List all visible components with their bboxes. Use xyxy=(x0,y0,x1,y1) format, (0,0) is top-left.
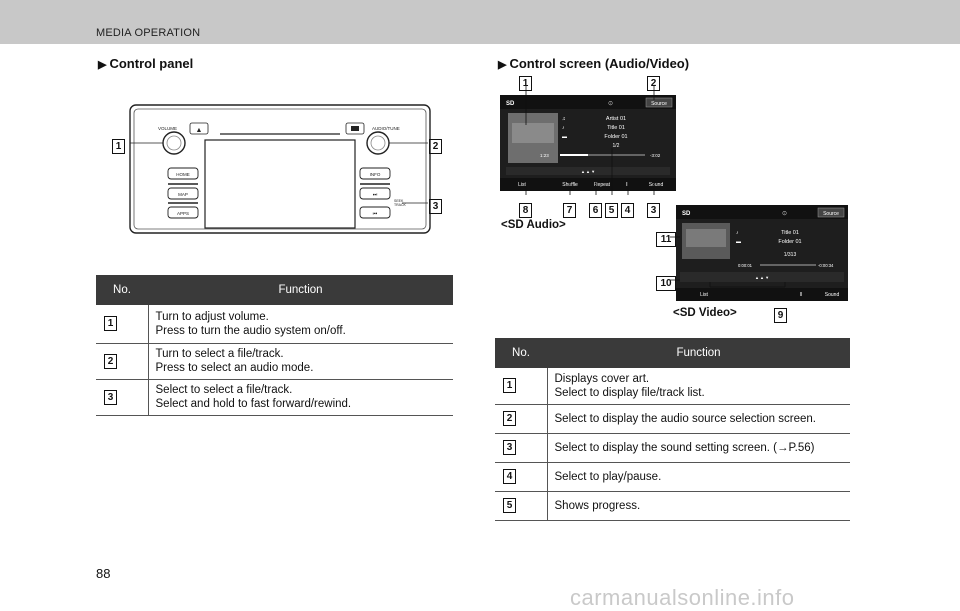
control-panel-title: Control panel xyxy=(109,56,194,71)
sd-audio-artist: Artist 01 xyxy=(606,116,626,122)
callout-audio-7: 7 xyxy=(563,200,576,218)
control-panel-table: No.Function 1 Turn to adjust volume.Pres… xyxy=(96,275,453,416)
sd-audio-source-button: Source xyxy=(651,101,667,107)
apps-button-label: APPS xyxy=(177,211,189,216)
seek-track-label: SEEK xyxy=(394,199,404,203)
sd-video-elapsed: 0:00:01 xyxy=(738,263,753,268)
table-row: 3 Select to select a file/track.Select a… xyxy=(96,379,453,416)
sd-audio-caption: <SD Audio> xyxy=(501,219,566,231)
sd-audio-remaining: -3:02 xyxy=(650,153,661,158)
callout-audio-5: 5 xyxy=(605,200,618,218)
audio-tune-knob-label: AUDIO/TUNE xyxy=(372,126,400,131)
control-screen-table: No.Function 1 Displays cover art.Select … xyxy=(495,338,850,521)
track-next-icon: ⏭ xyxy=(373,192,378,198)
track-prev-icon: ⏮ xyxy=(373,211,378,217)
radio-icon: ⊙ xyxy=(608,101,613,107)
audio-callout-leaders xyxy=(525,85,655,195)
sd-video-folder: Folder 01 xyxy=(778,239,801,245)
sd-video-title: Title 01 xyxy=(781,230,799,236)
control-screen-title: Control screen (Audio/Video) xyxy=(509,56,690,71)
table-row: 4 Select to play/pause. xyxy=(495,462,850,492)
title-icon: ♪ xyxy=(736,230,739,236)
sd-video-screen: SD ⊙ Source ♪ Title 01 ▬ Folder 01 1/313… xyxy=(676,205,848,301)
sd-video-remaining: -0:00:34 xyxy=(818,263,834,268)
page-number: 88 xyxy=(96,566,111,581)
callout-audio-2: 2 xyxy=(647,73,660,91)
sd-audio-source: SD xyxy=(506,101,515,107)
sd-video-caption: <SD Video> xyxy=(673,307,737,319)
callout-audio-1: 1 xyxy=(519,73,532,91)
folder-icon: ▬ xyxy=(562,134,567,140)
control-panel-heading: ▶Control panel xyxy=(98,56,193,71)
table-row: 2 Turn to select a file/track.Press to s… xyxy=(96,343,453,380)
callout-video-11: 11 xyxy=(656,229,676,247)
sd-video-list-button: List xyxy=(700,292,708,298)
callout-1: 1 xyxy=(112,136,125,154)
sd-audio-screen: SD ⊙ Source ♫ Artist 01 ♪ Title 01 ▬ Fol… xyxy=(500,95,676,191)
table-header-function: Function xyxy=(148,275,453,305)
svg-text:▲: ▲ xyxy=(196,127,203,134)
title-icon: ♪ xyxy=(562,125,565,131)
page-header: MEDIA OPERATION xyxy=(0,0,960,44)
sd-video-sound-button: Sound xyxy=(825,292,840,298)
folder-icon: ▬ xyxy=(736,239,741,245)
callout-audio-8: 8 xyxy=(519,200,532,218)
callout-audio-6: 6 xyxy=(589,200,602,218)
artist-icon: ♫ xyxy=(562,116,566,122)
volume-knob-label: VOLUME xyxy=(158,126,177,131)
home-button-label: HOME xyxy=(176,172,190,177)
sd-audio-title: Title 01 xyxy=(607,125,625,131)
svg-text:TRACK: TRACK xyxy=(394,203,407,207)
map-button-label: MAP xyxy=(178,192,188,197)
sd-video-source: SD xyxy=(682,211,691,217)
table-header-function: Function xyxy=(547,338,850,368)
sd-audio-elapsed: 1:23 xyxy=(540,153,549,158)
callout-audio-3: 3 xyxy=(647,200,660,218)
sd-audio-list-button: List xyxy=(518,182,526,188)
sd-audio-track: 1/2 xyxy=(613,143,620,149)
sd-audio-pause-button: II xyxy=(626,182,629,188)
triangle-bullet-icon: ▶ xyxy=(498,59,507,71)
svg-text:▲ ▲ ▼: ▲ ▲ ▼ xyxy=(755,275,769,280)
callout-3: 3 xyxy=(429,196,442,214)
triangle-bullet-icon: ▶ xyxy=(98,59,107,71)
sd-audio-folder: Folder 01 xyxy=(604,134,627,140)
callout-2: 2 xyxy=(429,136,442,154)
table-header-no: No. xyxy=(495,338,547,368)
watermark: carmanualsonline.info xyxy=(570,585,795,610)
callout-audio-4: 4 xyxy=(621,200,634,218)
radio-icon: ⊙ xyxy=(782,211,787,217)
table-row: 5 Shows progress. xyxy=(495,491,850,521)
control-screen-heading: ▶Control screen (Audio/Video) xyxy=(498,56,689,71)
callout-video-9: 9 xyxy=(774,305,787,323)
table-row: 1 Turn to adjust volume.Press to turn th… xyxy=(96,305,453,344)
info-button-label: INFO xyxy=(370,172,381,177)
sd-video-pause-button: II xyxy=(800,292,803,298)
sd-audio-repeat-button: Repeat xyxy=(594,182,611,188)
sd-video-track: 1/313 xyxy=(784,252,797,258)
section-header-title: MEDIA OPERATION xyxy=(96,27,201,39)
table-row: 3 Select to display the sound setting sc… xyxy=(495,433,850,463)
control-panel-illustration: ▲ VOLUME AUDIO/TUNE HOME MAP APPS INFO ⏭… xyxy=(129,104,431,234)
sd-video-source-button: Source xyxy=(823,211,839,217)
video-callout-leaders xyxy=(670,236,786,288)
callout-video-10: 10 xyxy=(656,273,676,291)
svg-text:▲ ▲ ▼: ▲ ▲ ▼ xyxy=(581,169,595,174)
table-header-no: No. xyxy=(96,275,148,305)
sd-audio-sound-button: Sound xyxy=(649,182,664,188)
table-row: 2 Select to display the audio source sel… xyxy=(495,404,850,434)
table-row: 1 Displays cover art.Select to display f… xyxy=(495,368,850,405)
